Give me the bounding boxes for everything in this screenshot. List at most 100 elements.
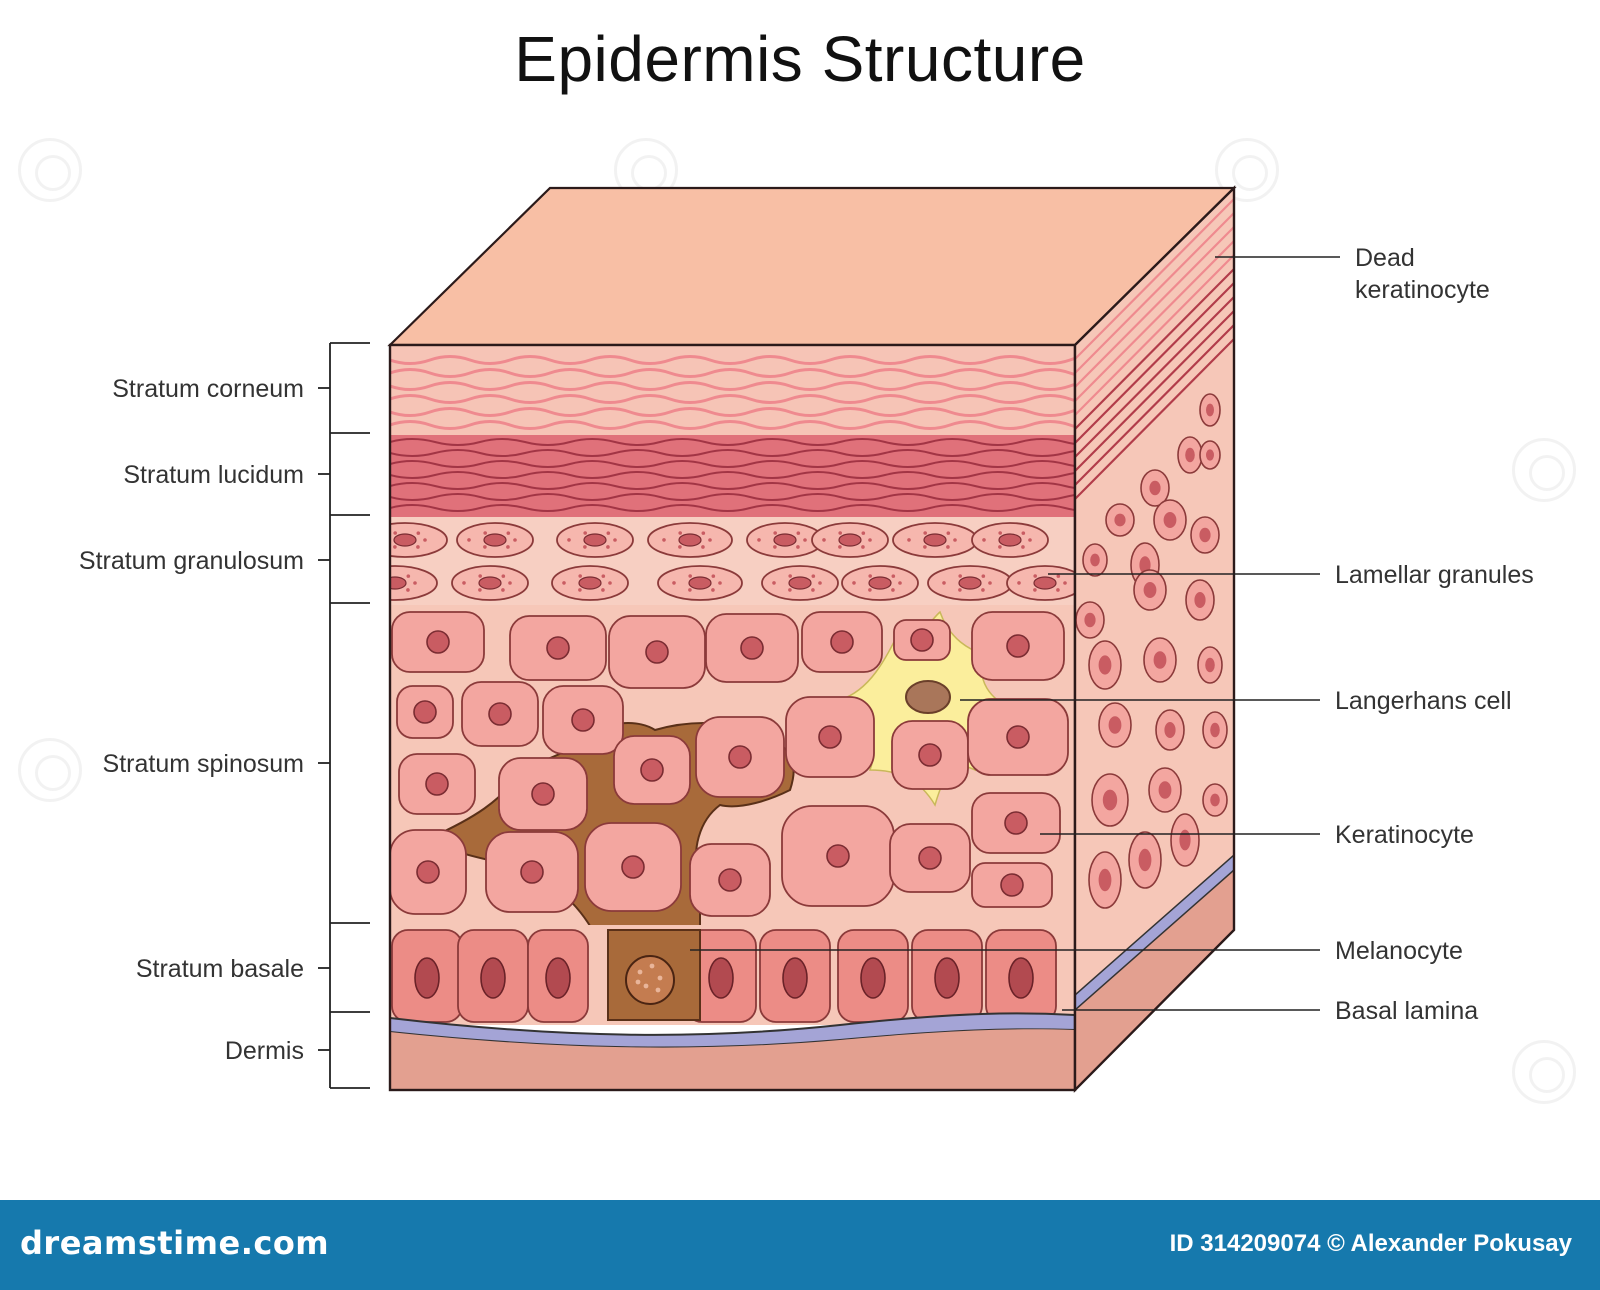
side-nucleus	[1158, 781, 1172, 799]
side-nucleus	[1084, 612, 1096, 628]
side-nucleus	[1098, 655, 1112, 675]
melanin-granule	[643, 983, 649, 989]
lamellar-granule	[998, 531, 1002, 535]
lamellar-granule	[773, 531, 777, 535]
lamellar-granule	[1017, 581, 1021, 585]
lamellar-granule	[1063, 581, 1067, 585]
callout-basal-lamina: Basal lamina	[1335, 997, 1478, 1025]
corneum-fiber	[390, 381, 1075, 391]
side-fiber	[1075, 212, 1234, 374]
lamellar-granule	[367, 581, 371, 585]
basal-nucleus	[545, 957, 571, 999]
lamellar-granule	[718, 581, 722, 585]
lamellar-granule	[601, 588, 605, 592]
melanin-granule	[657, 975, 663, 981]
label-stratum-granulosum: Stratum granulosum	[79, 547, 304, 575]
layer-bracket	[318, 342, 370, 1089]
lamellar-granule	[423, 538, 427, 542]
basal-lamina	[390, 1012, 1075, 1049]
granular-nucleus	[478, 576, 502, 590]
lucidum-fiber	[390, 438, 1075, 446]
keratinocyte-nucleus	[918, 846, 942, 870]
side-nucleus	[1153, 651, 1167, 669]
granular-nucleus	[583, 533, 607, 547]
granular-nucleus	[838, 533, 862, 547]
side-nucleus	[1138, 848, 1152, 872]
lamellar-granule	[688, 574, 692, 578]
melanin-granule	[655, 987, 661, 993]
lamellar-granule	[501, 574, 506, 578]
basal-nucleus	[782, 957, 808, 999]
stratum-lucidum-region	[390, 435, 1075, 517]
lamellar-granule	[942, 581, 946, 585]
side-nucleus	[1179, 829, 1191, 851]
granular-nucleus	[393, 533, 417, 547]
page-title: Epidermis Structure	[514, 23, 1086, 95]
side-nucleus	[1102, 789, 1118, 811]
lamellar-granule	[923, 531, 927, 535]
side-fiber	[1075, 240, 1234, 402]
lamellar-granule	[838, 531, 842, 535]
lamellar-granule	[958, 574, 962, 578]
keratinocyte-nucleus	[740, 636, 764, 660]
keratinocyte-nucleus	[910, 628, 934, 652]
lamellar-granule	[861, 531, 866, 535]
lamellar-granule	[478, 588, 482, 592]
lamellar-granule	[567, 538, 571, 542]
lamellar-granule	[613, 538, 617, 542]
granular-nucleus	[390, 576, 407, 590]
side-face	[1075, 188, 1234, 1090]
corneum-fiber	[390, 407, 1075, 417]
melanin-granule	[649, 963, 655, 969]
lamellar-granule	[413, 581, 417, 585]
callout-dead-keratinocyte-2: keratinocyte	[1355, 276, 1490, 304]
lamellar-granule	[606, 531, 611, 535]
lamellar-granule	[981, 574, 986, 578]
granular-nucleus	[1033, 576, 1057, 590]
lamellar-granule	[608, 581, 612, 585]
watermark-icon	[18, 738, 82, 802]
lamellar-granule	[578, 574, 582, 578]
lamellar-granule	[868, 574, 872, 578]
basal-nucleus	[860, 957, 886, 999]
lamellar-granule	[772, 581, 776, 585]
basal-nucleus	[708, 957, 734, 999]
lamellar-granule	[583, 531, 587, 535]
lamellar-granule	[708, 538, 712, 542]
footer-brand[interactable]: dreamstime.com	[20, 1224, 330, 1262]
corneum-fiber	[390, 420, 1075, 430]
watermark-icon	[1215, 138, 1279, 202]
lamellar-granule	[393, 531, 397, 535]
footer-credit: ID 314209074 © Alexander Pokusay	[1169, 1230, 1572, 1257]
granular-nucleus	[998, 533, 1022, 547]
side-fiber	[1075, 254, 1234, 416]
lamellar-granule	[688, 588, 692, 592]
keratinocyte-nucleus	[918, 743, 942, 767]
lucidum-fiber	[390, 504, 1075, 512]
lamellar-granule	[562, 581, 566, 585]
lamellar-granule	[811, 588, 815, 592]
lamellar-granule	[483, 545, 487, 549]
lamellar-granule	[483, 531, 487, 535]
watermark-icon	[18, 138, 82, 202]
lamellar-granule	[662, 538, 666, 542]
lamellar-granule	[383, 574, 387, 578]
dermis-region	[390, 1029, 1075, 1090]
side-nucleus	[1210, 722, 1220, 738]
lamellar-granule	[998, 545, 1002, 549]
keratinocyte-nucleus	[531, 782, 555, 806]
lamellar-granule	[578, 588, 582, 592]
side-fiber	[1075, 296, 1234, 458]
lamellar-granule	[406, 588, 410, 592]
granular-nucleus	[688, 576, 712, 590]
corneum-fiber	[390, 355, 1075, 365]
footer-bar: dreamstime.com ID 314209074 © Alexander …	[0, 1200, 1600, 1290]
lamellar-granule	[462, 581, 466, 585]
side-fiber	[1075, 282, 1234, 444]
label-stratum-spinosum: Stratum spinosum	[103, 750, 304, 778]
lamellar-granule	[1021, 531, 1026, 535]
label-stratum-basale: Stratum basale	[136, 955, 304, 983]
lamellar-granule	[416, 545, 420, 549]
lamellar-granule	[981, 588, 985, 592]
lamellar-granule	[923, 545, 927, 549]
